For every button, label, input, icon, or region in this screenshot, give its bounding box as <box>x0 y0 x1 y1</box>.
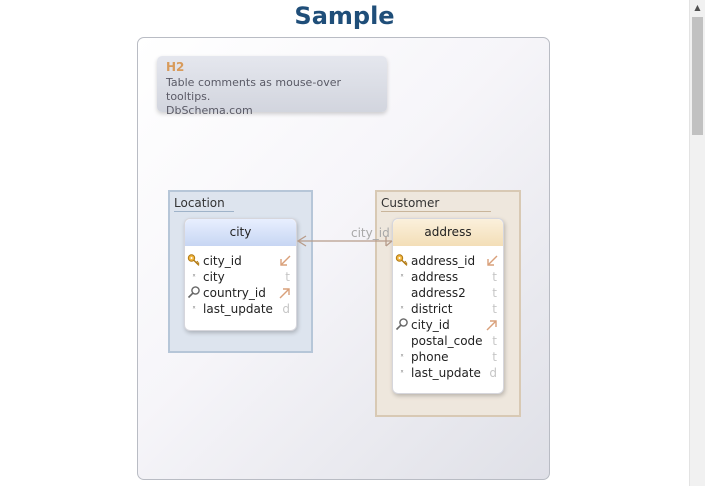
table-address-header[interactable]: address <box>393 219 503 246</box>
column-type: t <box>492 334 497 348</box>
column-type: t <box>492 350 497 364</box>
column-row[interactable]: country_id <box>185 285 296 301</box>
column-row[interactable]: address2 t <box>393 285 503 301</box>
column-type: t <box>492 270 497 284</box>
page-title: Sample <box>294 2 395 30</box>
diagram-note[interactable]: H2 Table comments as mouse-over tooltips… <box>157 56 387 117</box>
not-null-marker-icon: ˣ <box>400 272 404 281</box>
column-row[interactable]: address_id <box>393 253 503 269</box>
column-name: district <box>411 302 453 316</box>
scroll-thumb[interactable] <box>692 17 703 135</box>
foreign-key-in-icon <box>278 254 292 268</box>
foreign-key-out-icon <box>278 286 292 300</box>
not-null-marker-icon: ˣ <box>192 272 196 281</box>
column-row[interactable]: ˣ last_update d <box>393 365 503 381</box>
relation-label[interactable]: city_id <box>351 226 390 240</box>
foreign-key-out-icon <box>485 318 499 332</box>
column-name: address <box>411 270 459 284</box>
column-name: last_update <box>411 366 481 380</box>
not-null-marker-icon: ˣ <box>400 304 404 313</box>
primary-key-icon <box>395 253 409 269</box>
foreign-key-in-icon <box>485 254 499 268</box>
column-row[interactable]: postal_code t <box>393 333 503 349</box>
column-type: t <box>285 270 290 284</box>
note-line: Table comments as mouse-over tooltips. <box>166 76 342 103</box>
column-row[interactable]: ˣ last_update d <box>185 301 296 317</box>
index-lookup-icon <box>395 317 409 333</box>
group-customer-label: Customer <box>381 196 491 212</box>
vertical-scrollbar[interactable]: ▲ <box>689 0 705 486</box>
index-lookup-icon <box>187 285 201 301</box>
column-name: address2 <box>411 286 466 300</box>
column-type: d <box>282 302 290 316</box>
not-null-marker-icon: ˣ <box>192 304 196 313</box>
column-name: postal_code <box>411 334 483 348</box>
column-row[interactable]: city_id <box>393 317 503 333</box>
scroll-up-arrow-icon[interactable]: ▲ <box>694 3 701 12</box>
column-name: last_update <box>203 302 273 316</box>
column-type: t <box>492 302 497 316</box>
relation-arrowhead-icon <box>296 235 307 247</box>
column-type: d <box>489 366 497 380</box>
not-null-marker-icon: ˣ <box>400 368 404 377</box>
column-name: city <box>203 270 225 284</box>
relation-crow-foot <box>385 240 393 247</box>
table-city-header[interactable]: city <box>185 219 296 246</box>
column-name: address_id <box>411 254 476 268</box>
note-line: DbSchema.com <box>166 104 253 117</box>
column-row[interactable]: city_id <box>185 253 296 269</box>
column-type: t <box>492 286 497 300</box>
column-name: city_id <box>411 318 450 332</box>
note-heading: H2 <box>166 60 185 74</box>
column-name: country_id <box>203 286 266 300</box>
not-null-marker-icon: ˣ <box>400 352 404 361</box>
column-name: phone <box>411 350 449 364</box>
column-row[interactable]: ˣ district t <box>393 301 503 317</box>
primary-key-icon <box>187 253 201 269</box>
group-location-label: Location <box>174 196 234 212</box>
column-name: city_id <box>203 254 242 268</box>
column-row[interactable]: ˣ address t <box>393 269 503 285</box>
